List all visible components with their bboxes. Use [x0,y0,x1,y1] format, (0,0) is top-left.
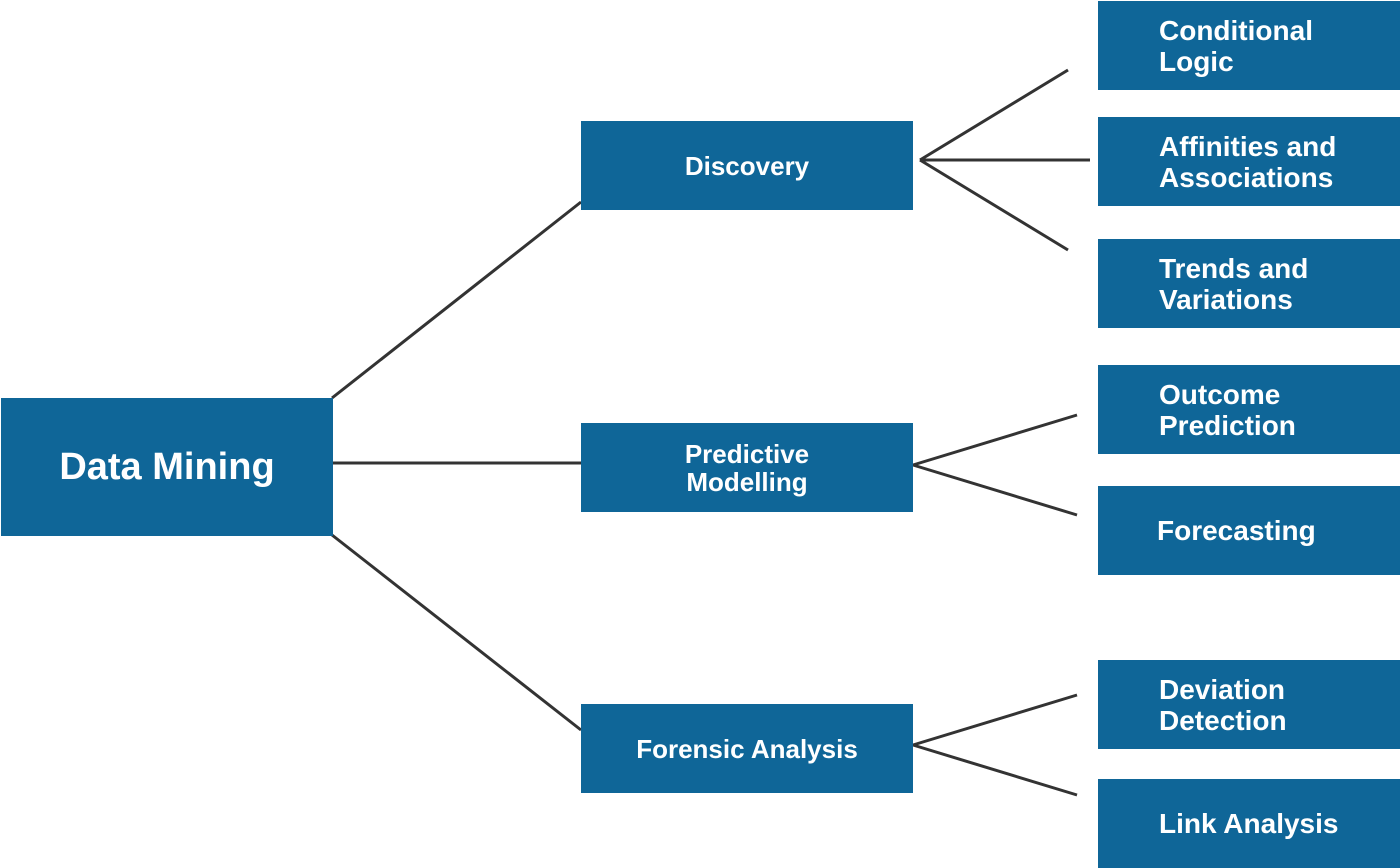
node-forecasting: Forecasting [1098,486,1400,575]
node-data-mining: Data Mining [1,398,333,536]
node-label: Predictive Modelling [684,438,810,497]
node-conditional-logic: Conditional Logic [1098,1,1400,90]
connector-forensic-link-analysis [912,743,1078,797]
connector-predictive-forecasting [912,463,1078,517]
node-label: Data Mining [59,445,275,488]
connector-forensic-deviation [912,693,1078,747]
node-label: Forensic Analysis [636,733,858,764]
node-label: Outcome Prediction [1159,378,1296,441]
node-label: Conditional Logic [1159,14,1313,77]
node-label: Link Analysis [1159,808,1339,839]
node-label: Discovery [684,150,810,181]
connector-root-forensic-analysis [331,533,582,732]
connector-root-discovery [331,200,582,400]
node-link-analysis: Link Analysis [1098,779,1400,868]
node-affinities-and-associations: Affinities and Associations [1098,117,1400,206]
node-predictive-modelling: Predictive Modelling [581,423,913,512]
node-discovery: Discovery [581,121,913,210]
node-deviation-detection: Deviation Detection [1098,660,1400,749]
connector-discovery-conditional-logic [919,68,1069,162]
node-label: Deviation Detection [1159,673,1287,736]
node-label: Affinities and Associations [1159,130,1337,193]
node-label: Trends and Variations [1159,252,1309,315]
node-label: Forecasting [1157,515,1316,546]
node-outcome-prediction: Outcome Prediction [1098,365,1400,454]
node-trends-and-variations: Trends and Variations [1098,239,1400,328]
node-forensic-analysis: Forensic Analysis [581,704,913,793]
connector-predictive-outcome [912,413,1078,467]
connector-discovery-trends [919,158,1069,252]
